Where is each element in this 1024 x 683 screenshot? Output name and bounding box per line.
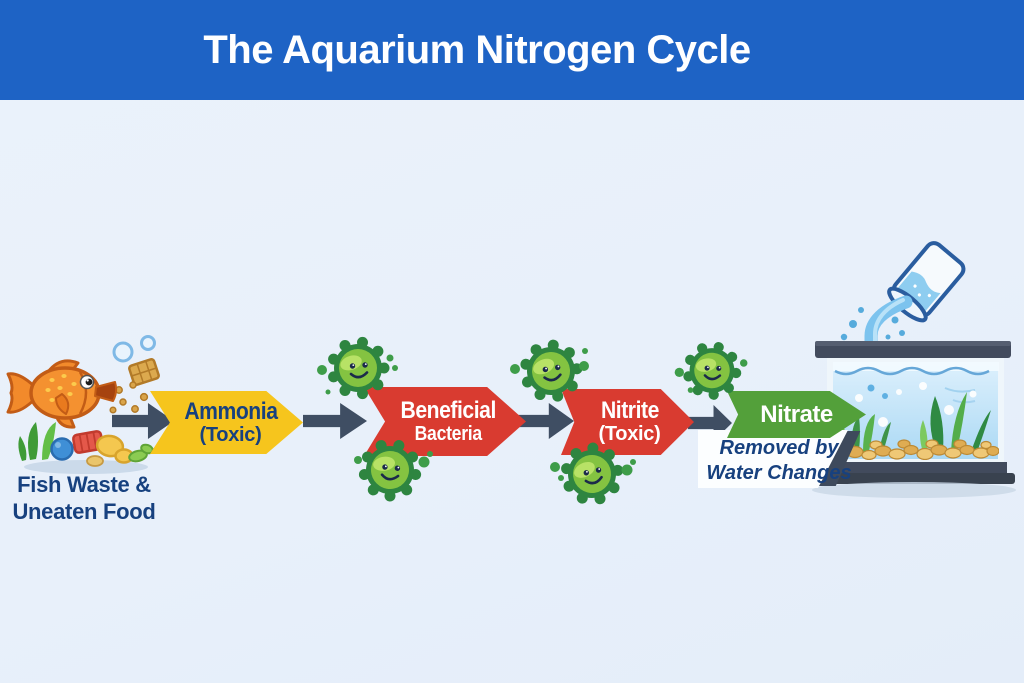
aquarium-tank-icon xyxy=(812,241,1016,498)
nitrate-note-line2: Water Changes xyxy=(706,462,852,484)
waste-pile-icon xyxy=(18,422,154,474)
bubbles-icon xyxy=(112,335,156,363)
header-banner: The Aquarium Nitrogen Cycle xyxy=(0,0,1024,100)
tank-frame xyxy=(813,341,1015,484)
page-title: The Aquarium Nitrogen Cycle xyxy=(203,27,751,72)
stage-nitrite: Nitrite (Toxic) xyxy=(561,389,694,455)
bacteria-icon xyxy=(353,432,433,508)
falling-drops xyxy=(867,384,888,399)
stage-ammonia: Ammonia (Toxic) xyxy=(150,391,303,454)
stage-beneficial-bacteria: Beneficial Bacteria xyxy=(364,387,526,456)
fish-body xyxy=(6,359,118,429)
nitrate-note: Removed by Water Changes xyxy=(700,436,858,486)
fish-food-icon xyxy=(109,358,160,414)
source-caption-line1: Fish Waste & xyxy=(17,472,151,497)
stage-label: Ammonia xyxy=(183,397,278,425)
bacteria-icon xyxy=(317,335,398,401)
bacteria-icon xyxy=(510,335,589,406)
fish-icon xyxy=(6,335,160,474)
bacteria-icon xyxy=(550,437,636,511)
tank-shadow xyxy=(812,482,1016,498)
water-stream xyxy=(864,295,913,369)
tank-water xyxy=(833,362,999,460)
stage-label: Nitrate xyxy=(760,400,833,428)
nitrate-note-line1: Removed by xyxy=(719,437,839,459)
source-caption-line2: Uneaten Food xyxy=(12,499,156,524)
splash-droplets xyxy=(840,307,905,341)
water-bubbles xyxy=(855,382,977,441)
stage-sublabel: (Toxic) xyxy=(598,423,661,446)
source-caption: Fish Waste & Uneaten Food xyxy=(0,471,168,525)
bacteria-icon xyxy=(674,337,748,404)
stage-sublabel: Bacteria xyxy=(414,422,482,445)
stage-sublabel: (Toxic) xyxy=(199,423,262,446)
stage-label: Nitrite xyxy=(600,397,659,425)
stage-label: Beneficial xyxy=(400,396,496,424)
